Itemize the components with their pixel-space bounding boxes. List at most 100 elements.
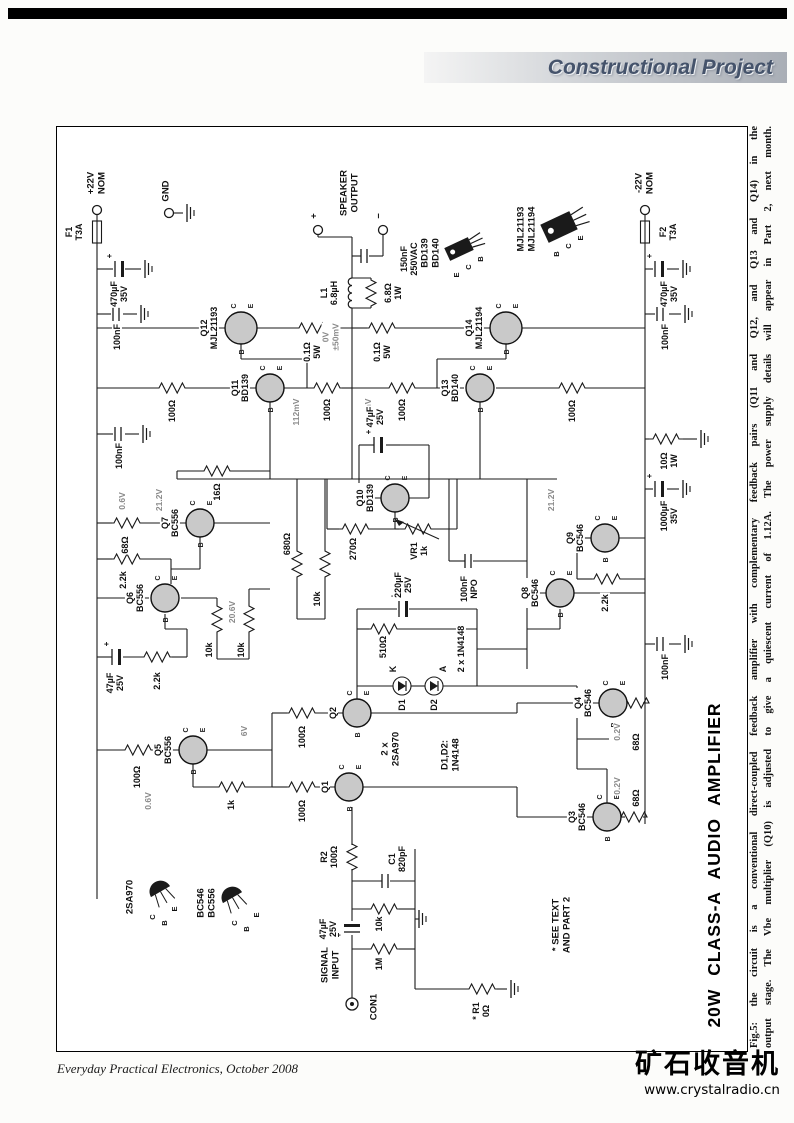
schematic-label: 1000µF 35V: [658, 499, 680, 533]
schematic-label: 0.6V: [143, 791, 154, 811]
schematic-label: D1,D2: 1N4148: [439, 737, 462, 773]
header-band: Constructional Project: [424, 52, 787, 83]
svg-text:B: B: [355, 732, 362, 737]
schematic-svg: +++++++BCEBCEBCEBCEBCEBCEBCEBCEBCEBCEBCE…: [91, 204, 709, 1011]
schematic-label: −: [373, 212, 386, 220]
schematic-label: D2: [428, 698, 440, 712]
schematic-label: 100nF: [659, 652, 671, 682]
schematic-label: 100nF: [659, 322, 671, 352]
svg-text:C: C: [597, 794, 604, 799]
svg-text:C: C: [496, 303, 503, 308]
svg-text:B: B: [191, 769, 198, 774]
schematic-label: B: [159, 920, 169, 926]
schematic-label: 510Ω: [377, 634, 389, 660]
schematic-label: VR1 1k: [408, 541, 430, 561]
schematic-label: F1 T3A: [63, 222, 85, 242]
svg-text:B: B: [393, 517, 400, 522]
svg-text:B: B: [268, 407, 275, 412]
logo-url-text: www.crystalradio.cn: [644, 1081, 780, 1098]
svg-text:B: B: [603, 557, 610, 562]
svg-text:E: E: [356, 764, 363, 769]
schematic-label: SPEAKER OUTPUT: [338, 169, 361, 217]
transistor-label-q13: Q13 BD140: [439, 372, 461, 404]
schematic-label: * R1 0Ω: [470, 1001, 492, 1021]
schematic-label: B: [241, 926, 251, 932]
schematic-label: C: [229, 920, 239, 926]
transistor-label-q5: Q5 BC556: [152, 734, 174, 766]
transistor-label-q11: Q11 BD139: [229, 372, 251, 404]
schematic-label: 20.6V: [227, 599, 238, 625]
svg-text:E: E: [614, 794, 621, 799]
schematic-label: C: [463, 264, 473, 270]
schematic-label: 100nF: [111, 322, 123, 352]
svg-text:C: C: [595, 515, 602, 520]
svg-text:+: +: [105, 253, 114, 258]
svg-text:B: B: [198, 542, 205, 547]
schematic-label: 6V: [239, 724, 250, 738]
schematic-label: A: [437, 664, 449, 674]
schematic-label: 0.1Ω 5W: [371, 341, 393, 363]
svg-text:B: B: [558, 612, 565, 617]
schematic-label: 2.2k: [599, 593, 611, 613]
schematic-label: B: [551, 251, 561, 257]
schematic-label: 2.2k: [151, 671, 163, 691]
schematic-label: 0.2V: [612, 722, 623, 742]
svg-text:C: C: [347, 690, 354, 695]
schematic-label: 0V ±50mV: [320, 322, 341, 352]
schematic-frame: +++++++BCEBCEBCEBCEBCEBCEBCEBCEBCEBCEBCE…: [56, 126, 748, 1052]
schematic-label: 680Ω: [281, 531, 293, 557]
schematic-label: BD139 BD140: [419, 237, 442, 269]
svg-text:B: B: [347, 806, 354, 811]
svg-text:+: +: [364, 429, 373, 434]
schematic-label: B: [475, 256, 485, 262]
footer-journal-line: Everyday Practical Electronics, October …: [57, 1061, 299, 1076]
svg-text:C: C: [231, 303, 238, 308]
svg-text:B: B: [163, 617, 170, 622]
schematic-label: 2SA970: [124, 878, 137, 916]
schematic-label: 100Ω: [566, 398, 578, 424]
schematic-label: C: [563, 243, 573, 249]
schematic-label: 68Ω: [630, 732, 642, 752]
svg-text:E: E: [200, 727, 207, 732]
schematic-label: 0.1Ω 5W: [301, 341, 323, 363]
schematic-label: F2 T3A: [657, 222, 679, 242]
svg-text:C: C: [260, 365, 267, 370]
schematic-label: MJL21193 MJL21194: [515, 205, 538, 253]
schematic-label: 100Ω: [131, 764, 143, 790]
schematic-label: 47µF 25V: [104, 671, 126, 695]
schematic-label: 16Ω: [211, 482, 223, 502]
schematic-label: K: [387, 664, 399, 674]
schematic-label: 47µF 25V: [364, 405, 386, 429]
schematic-title: 20W CLASS-A AUDIO AMPLIFIER: [704, 702, 725, 1028]
figure-caption-line2: output stage. The Vbe multiplier (Q10) i…: [762, 126, 774, 1048]
transistor-label-q12: Q12 MJL21193: [198, 305, 220, 351]
schematic-label: -22V NOM: [633, 170, 656, 196]
schematic-label: 2 x 2SA970: [379, 730, 402, 768]
schematic-label: +: [308, 212, 321, 220]
schematic-label: 220µF 25V: [392, 571, 414, 599]
svg-text:E: E: [402, 475, 409, 480]
transistor-label-q3: Q3 BC546: [566, 801, 588, 833]
transistor-label-q1: Q1: [319, 779, 331, 795]
schematic-label: 470µF 35V: [108, 280, 130, 308]
schematic-label: 68Ω: [630, 788, 642, 808]
svg-text:E: E: [567, 570, 574, 575]
schematic-label: 150nF 250VAC: [398, 241, 420, 277]
svg-text:C: C: [190, 500, 197, 505]
schematic-label: +22V NOM: [85, 170, 108, 196]
svg-text:E: E: [364, 690, 371, 695]
schematic-label: 100nF: [113, 441, 125, 471]
schematic-label: 21.2V: [546, 487, 557, 513]
schematic-label: * SEE TEXT AND PART 2: [550, 895, 573, 955]
schematic-label: L1 6.8µH: [318, 279, 340, 307]
crystalradio-logo: 矿石收音机 www.crystalradio.cn: [635, 1050, 780, 1098]
svg-text:C: C: [339, 764, 346, 769]
schematic-label: 470µF 35V: [658, 280, 680, 308]
schematic-label: 68Ω: [119, 535, 131, 555]
schematic-label: BC546 BC556: [195, 887, 218, 919]
schematic-label: E: [251, 912, 261, 918]
figure-caption-line1: Fig.5: the circuit is a conventional dir…: [749, 126, 760, 1048]
schematic-label: 0.6V: [117, 491, 128, 511]
schematic-label: D1: [396, 698, 408, 712]
